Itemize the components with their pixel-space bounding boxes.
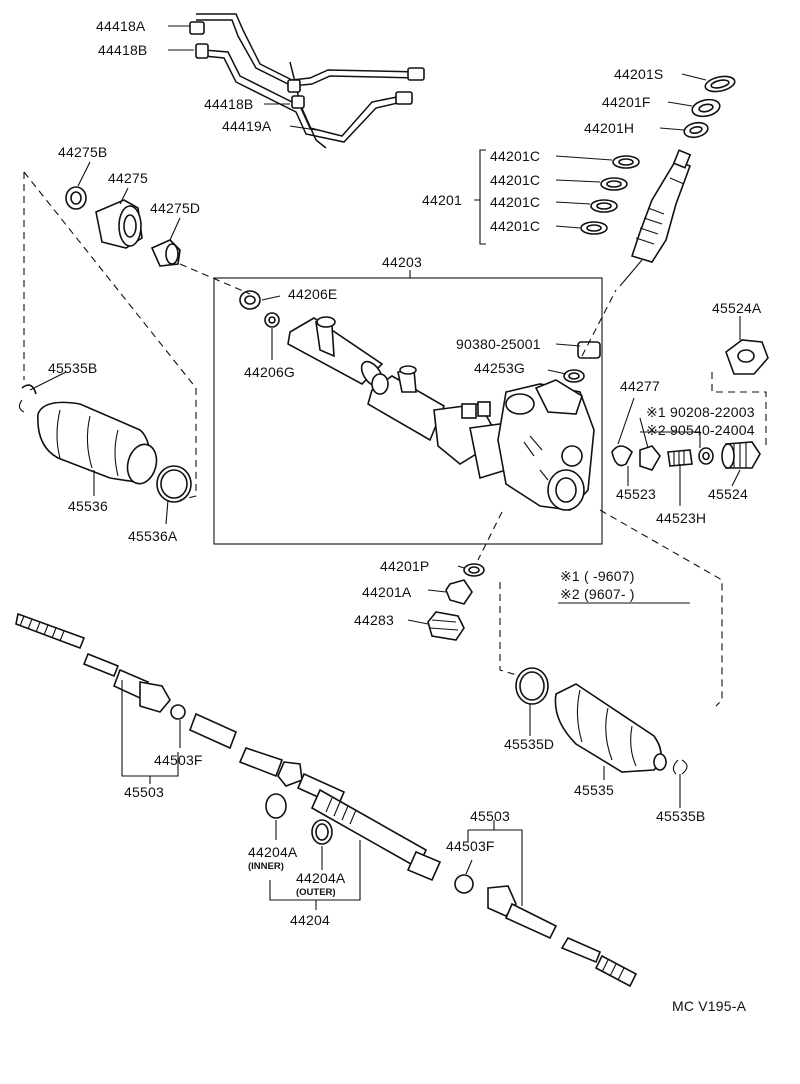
note-inner: (INNER) [248,861,284,872]
label-45535D: 45535D [504,736,554,752]
label-44204: 44204 [290,912,330,928]
label-44201: 44201 [422,192,462,208]
label-90380-25001: 90380-25001 [456,336,541,352]
rack-and-tie-rods [15,612,638,988]
label-45536: 45536 [68,498,108,514]
label-44419A: 44419A [222,118,272,134]
label-44418B-mid: 44418B [204,96,253,112]
left-bellows [18,384,192,503]
label-44283: 44283 [354,612,394,628]
label-44201C-3: 44201C [490,194,540,210]
label-44503F-left: 44503F [154,752,203,768]
center-small-parts [427,563,485,641]
label-44275B: 44275B [58,144,107,160]
pinion-shaft [619,149,692,287]
adjuster-parts [611,339,769,471]
pressure-tubes [189,13,425,149]
label-45503-left: 45503 [124,784,164,800]
label-44418B-top: 44418B [98,42,147,58]
label-44203: 44203 [382,254,422,270]
label-44204A-outer: 44204A [296,870,346,886]
label-90540-24004: ※2 90540-24004 [646,422,755,438]
label-45503-right: 45503 [470,808,510,824]
rack-housing [239,290,601,511]
label-44204A-inner: 44204A [248,844,298,860]
label-44201P: 44201P [380,558,429,574]
label-44277: 44277 [620,378,660,394]
label-44275D: 44275D [150,200,200,216]
label-45524A: 45524A [712,300,762,316]
housing-box [213,270,603,545]
note-series-2: ※2 (9607- ) [560,586,635,602]
label-45524: 45524 [708,486,748,502]
label-44201C-1: 44201C [490,148,540,164]
valve-seal-set [65,186,181,267]
label-44418A: 44418A [96,18,146,34]
label-45535B-bottom: 45535B [656,808,705,824]
pinion-seals [580,75,736,235]
label-44503F-right: 44503F [446,838,495,854]
label-45535B-top: 45535B [48,360,97,376]
label-44201F: 44201F [602,94,651,110]
note-series-1: ※1 ( -9607) [560,568,635,584]
label-44523H: 44523H [656,510,706,526]
right-bellows [515,667,688,775]
leader-lines [29,25,741,910]
label-45523: 45523 [616,486,656,502]
label-90208-22003: ※1 90208-22003 [646,404,755,420]
label-44275: 44275 [108,170,148,186]
note-outer: (OUTER) [296,887,336,898]
label-45535: 45535 [574,782,614,798]
label-44201H: 44201H [584,120,634,136]
label-44201C-4: 44201C [490,218,540,234]
label-44206G: 44206G [244,364,295,380]
dashed-leaders [23,171,767,707]
label-44253G: 44253G [474,360,525,376]
label-44201C-2: 44201C [490,172,540,188]
label-44201S: 44201S [614,66,663,82]
label-44201A: 44201A [362,584,412,600]
label-45536A: 45536A [128,528,178,544]
label-44206E: 44206E [288,286,337,302]
diagram-code: MC V195-A [672,998,747,1014]
callout-labels: 44418A 44418B 44418B 44419A 44201S 44201… [48,18,762,1014]
